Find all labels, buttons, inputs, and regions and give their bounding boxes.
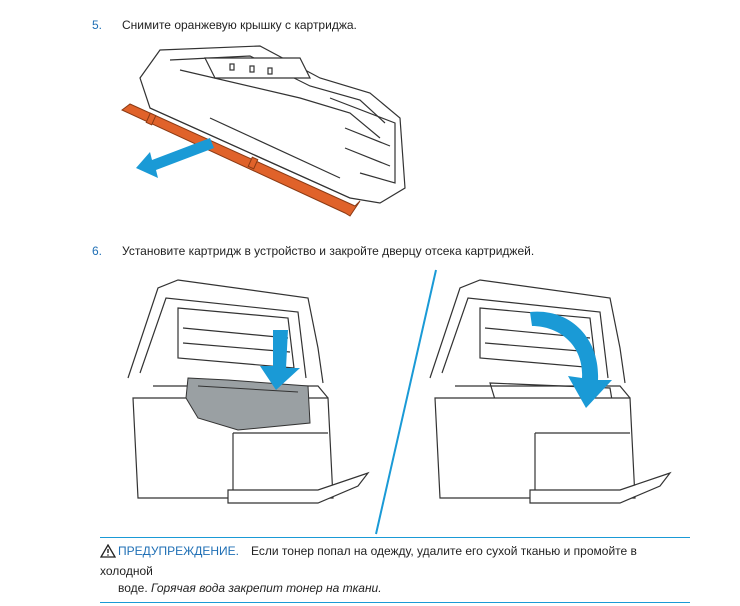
warning-line1: Если тонер попал на одежду, удалите его … <box>100 544 637 578</box>
step-6-text: Установите картридж в устройство и закро… <box>122 244 535 258</box>
diagonal-divider <box>375 269 437 535</box>
step-5-number: 5. <box>92 18 103 32</box>
down-arrow <box>260 330 300 390</box>
warning-line2-italic: Горячая вода закрепит тонер на ткани. <box>151 581 382 595</box>
step-6-number: 6. <box>92 244 103 258</box>
warning-block: ПРЕДУПРЕЖДЕНИЕ.Если тонер попал на одежд… <box>99 537 690 603</box>
warning-heading: ПРЕДУПРЕЖДЕНИЕ. <box>118 544 239 558</box>
pull-arrow <box>136 138 214 178</box>
curved-arrow <box>530 311 612 408</box>
printer-insert-illustration <box>127 279 370 504</box>
cartridge-cover-illustration <box>121 45 406 217</box>
orange-cover <box>121 103 361 217</box>
warning-triangle-icon <box>99 543 118 563</box>
warning-line2-start: воде. <box>118 581 148 595</box>
step-5-text: Снимите оранжевую крышку с картриджа. <box>122 18 357 32</box>
printer-close-illustration <box>429 279 672 504</box>
cartridge-gray <box>185 377 311 431</box>
